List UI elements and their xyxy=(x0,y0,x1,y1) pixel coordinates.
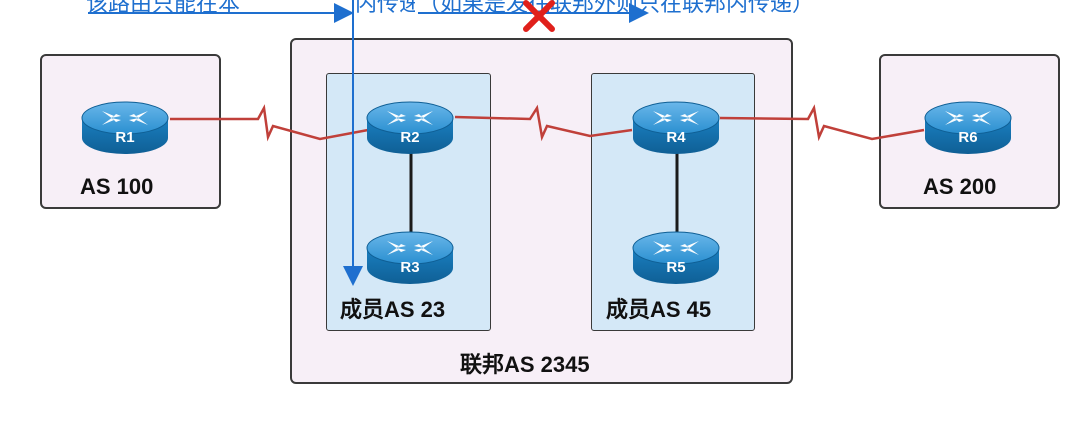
router-r6[interactable]: R6 xyxy=(923,98,1013,158)
as-100-label: AS 100 xyxy=(80,174,154,199)
router-r2[interactable]: R2 xyxy=(365,98,455,158)
router-r4[interactable]: R4 xyxy=(631,98,721,158)
serial-link-r2-r4 xyxy=(454,104,633,142)
router-icon xyxy=(366,101,454,155)
router-icon xyxy=(632,231,720,285)
as-200-label: AS 200 xyxy=(923,174,997,199)
confederation-as-2345-label: 联邦AS 2345 xyxy=(460,352,590,377)
router-label: R1 xyxy=(115,129,135,146)
router-label: R2 xyxy=(400,129,420,146)
router-icon xyxy=(924,101,1012,155)
top-caption-middle: 内传递 xyxy=(355,0,415,16)
serial-link-r1-r2 xyxy=(170,104,369,142)
blocked-cross-icon xyxy=(523,0,555,32)
router-r1[interactable]: R1 xyxy=(80,98,170,158)
router-r5[interactable]: R5 xyxy=(631,228,721,288)
router-label: R4 xyxy=(666,129,686,146)
serial-link-r4-r6 xyxy=(719,104,925,142)
router-icon xyxy=(366,231,454,285)
router-icon xyxy=(81,101,169,155)
member-as-23-label: 成员AS 23 xyxy=(340,297,446,322)
router-icon xyxy=(632,101,720,155)
member-as-45-label: 成员AS 45 xyxy=(606,297,712,322)
router-label: R5 xyxy=(666,259,686,276)
router-label: R6 xyxy=(958,129,978,146)
router-r3[interactable]: R3 xyxy=(365,228,455,288)
router-label: R3 xyxy=(400,259,420,276)
